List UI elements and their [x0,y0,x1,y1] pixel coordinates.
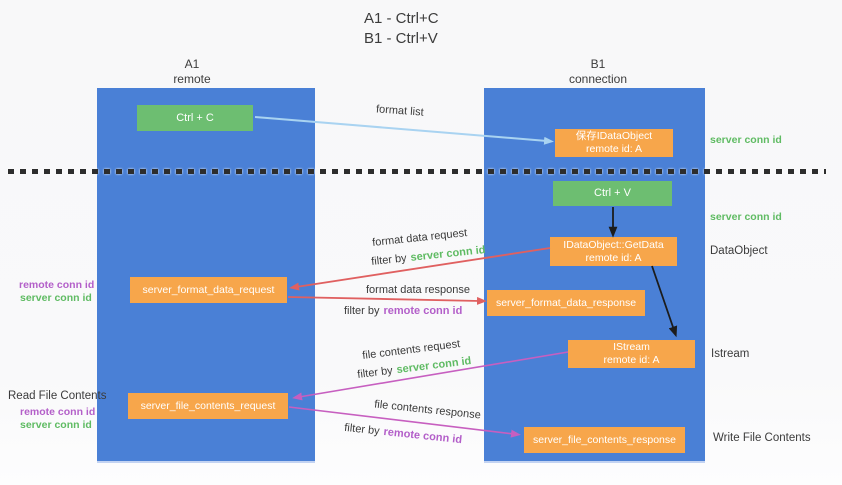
lane-header-b1: B1 connection [538,57,658,87]
node-ctrl-v: Ctrl + V [553,181,672,206]
edge-label-format-data-request-text: format data request [371,227,468,249]
node-istream-line1: IStream [613,341,650,353]
right-dataobject-label: DataObject [710,245,768,257]
edge-label-format-data-request: format data request [372,227,468,249]
node-server-format-data-response: server_format_data_response [487,290,645,316]
edge-label-format-data-response-filter: filter by remote conn id [344,305,462,317]
node-getdata-line2: remote id: A [585,251,642,264]
diagram-title: A1 - Ctrl+C B1 - Ctrl+V [364,9,439,49]
left-read-file-contents-label: Read File Contents [8,390,107,402]
server-conn-id-key: server conn id [409,244,486,264]
node-idataobject-getdata: IDataObject::GetData remote id: A [550,237,677,266]
node-format-response-label: server_format_data_response [495,296,637,309]
lane-header-a1: A1 remote [132,57,252,87]
node-save-idataobject-line2: remote id: A [585,143,643,155]
node-ctrl-v-label: Ctrl + V [594,187,631,199]
edge-label-file-contents-response: file contents response [374,398,482,421]
edge-label-format-list: format list [376,103,424,118]
left-remote-conn-id-bottom: remote conn id [20,406,96,418]
edge-label-format-data-request-filter: filter by server conn id [371,244,486,268]
node-file-request-label: server_file_contents_request [140,399,276,412]
lane-b1-role: connection [568,72,628,86]
lane-b1-name: B1 [590,57,606,71]
edge-label-format-data-response-text: format data response [366,284,470,296]
node-save-idataobject-line1: 保存IDataObject [575,130,653,142]
remote-conn-id-key: remote conn id [382,425,463,447]
filter-by-text: filter by [370,252,408,268]
server-conn-id-key: server conn id [395,355,472,377]
node-save-idataobject: 保存IDataObject remote id: A [555,129,673,157]
node-getdata-line1: IDataObject::GetData [563,238,664,251]
node-server-file-contents-request: server_file_contents_request [128,393,288,419]
edge-label-file-contents-response-filter: filter by remote conn id [344,422,463,446]
title-line-1: A1 - Ctrl+C [364,10,439,27]
node-istream: IStream remote id: A [568,340,695,368]
filter-by-text: filter by [344,305,380,317]
right-server-conn-id-top: server conn id [710,134,782,146]
remote-conn-id-key: remote conn id [383,305,463,317]
node-server-file-contents-response: server_file_contents_response [524,427,685,453]
left-server-conn-id-bottom: server conn id [20,419,92,431]
lane-a1-role: remote [173,72,211,86]
lane-a1-name: A1 [184,57,200,71]
right-istream-label: Istream [711,348,750,360]
node-ctrl-c-label: Ctrl + C [176,111,214,124]
left-remote-conn-id-top: remote conn id [19,279,95,291]
node-format-request-label: server_format_data_request [142,283,275,296]
node-ctrl-c: Ctrl + C [137,105,253,131]
edge-label-format-data-response: format data response [366,284,470,296]
right-write-file-contents-label: Write File Contents [713,432,811,444]
node-server-format-data-request: server_format_data_request [130,277,287,303]
session-divider-dotted-line [8,169,826,174]
edge-label-file-contents-response-text: file contents response [373,398,482,422]
right-server-conn-id-mid: server conn id [710,211,782,223]
arrow-format-data-response [287,296,487,305]
title-line-2: B1 - Ctrl+V [364,30,438,47]
edge-label-format-list-text: format list [375,103,425,119]
filter-by-text: filter by [343,421,381,438]
filter-by-text: filter by [356,364,394,381]
left-server-conn-id-top: server conn id [20,292,92,304]
node-file-response-label: server_file_contents_response [532,433,676,446]
node-istream-line2: remote id: A [603,354,660,366]
